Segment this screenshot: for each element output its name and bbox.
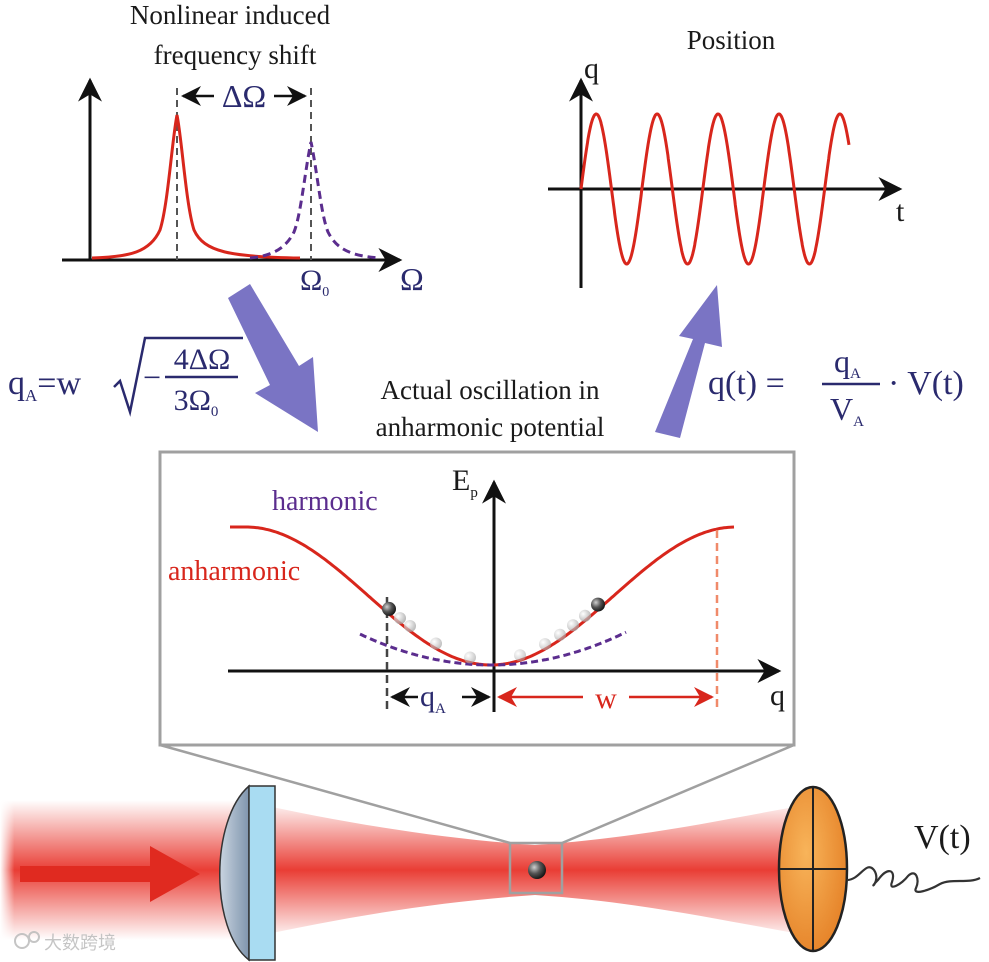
position-panel: Position q t: [548, 25, 905, 288]
position-formula: q(t) = qA VA · V(t): [708, 343, 964, 430]
voltage-label: V(t): [914, 819, 971, 856]
position-y-label: q: [584, 52, 599, 85]
trap-box: [508, 841, 564, 895]
down-arrow: [228, 284, 318, 432]
linear-resonance-curve: [249, 141, 381, 260]
formula-numerator: 4ΔΩ: [174, 343, 231, 376]
potential-y-label: Ep: [452, 464, 478, 501]
spectrum-title-line2: frequency shift: [154, 40, 317, 70]
particle-snapshot: [464, 651, 476, 664]
focusing-lens: [219, 784, 250, 962]
formula-right-num: qA: [834, 343, 861, 382]
qa-label-bg: [418, 678, 462, 716]
signal-cable: [846, 866, 981, 893]
input-beam-arrow: [20, 846, 200, 902]
potential-panel: Ep q harmonic anharmonic qA w: [158, 450, 796, 747]
anharmonic-curve: [230, 525, 735, 667]
caption-line1: Actual oscillation in: [381, 375, 600, 405]
particle-snapshot: [394, 612, 406, 625]
particle-snapshot: [514, 649, 526, 662]
optical-setup: V(t): [0, 743, 981, 962]
formula-lhs: qA=w: [8, 365, 81, 405]
w-label-bg: [583, 680, 629, 714]
particle-snapshot: [579, 609, 591, 622]
position-title: Position: [687, 25, 776, 55]
trapped-particle: [528, 861, 546, 879]
harmonic-curve: [359, 630, 627, 667]
formula-right-lhs: q(t) =: [708, 365, 785, 402]
position-x-label: t: [896, 195, 905, 228]
particle-trail: [382, 597, 605, 664]
potential-box: [158, 450, 796, 747]
zoom-line-left: [159, 743, 511, 845]
watermark-logo-dot: [28, 931, 40, 943]
sqrt-sign: [113, 336, 243, 417]
particle-snapshot: [591, 597, 605, 612]
amplitude-formula: qA=w − 4ΔΩ 3Ω0: [8, 336, 243, 420]
qa-label: qA: [420, 680, 446, 717]
anharmonic-label: anharmonic: [168, 556, 300, 587]
watermark-logo: [14, 933, 30, 949]
shift-label: ΔΩ: [222, 78, 266, 114]
nonlinear-resonance-curve: [91, 114, 301, 260]
particle-snapshot: [567, 619, 579, 632]
formula-denominator: 3Ω0: [174, 384, 219, 420]
formula-minus: −: [143, 359, 161, 395]
spectrum-x-label: Ω: [400, 261, 424, 297]
watermark-text: 大数跨境: [44, 933, 116, 953]
formula-right-den: VA: [830, 391, 864, 430]
particle-snapshot: [430, 637, 442, 650]
caption-line2: anharmonic potential: [376, 412, 605, 442]
lens-plate: [248, 785, 276, 961]
spectrum-title-line1: Nonlinear induced: [130, 0, 331, 30]
harmonic-label: harmonic: [272, 486, 378, 517]
up-arrow: [655, 285, 722, 438]
omega0-label: Ω0: [300, 264, 329, 300]
formula-right-rhs: · V(t): [888, 365, 964, 402]
w-label: w: [595, 682, 617, 715]
shift-label-bg: [214, 78, 274, 112]
potential-x-label: q: [770, 679, 785, 712]
particle-snapshot: [382, 601, 396, 616]
particle-snapshot: [554, 628, 566, 641]
oscillation-curve: [579, 112, 851, 266]
zoom-line-right: [561, 743, 795, 845]
watermark: 大数跨境: [14, 931, 116, 953]
particle-snapshot: [539, 638, 551, 651]
spectrum-panel: Nonlinear induced frequency shift ΔΩ Ω0 …: [62, 0, 424, 300]
particle-snapshot: [404, 620, 416, 632]
